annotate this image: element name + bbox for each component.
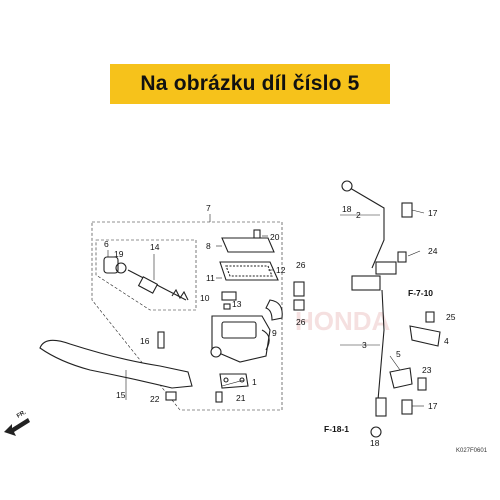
hose-clamp-4 xyxy=(409,325,441,347)
label-5: 5 xyxy=(396,349,401,359)
label-22: 22 xyxy=(150,394,160,404)
float-plate xyxy=(221,291,237,301)
pivot-nut xyxy=(165,391,177,401)
master-cylinder-body xyxy=(210,315,271,363)
circlip xyxy=(115,262,127,274)
callout-labels: 7 8 20 11 12 10 13 6 19 14 9 16 1 21 22 … xyxy=(104,203,456,448)
banner-text: Na obrázku díl číslo 5 xyxy=(140,72,360,95)
part-banner: Na obrázku díl číslo 5 xyxy=(110,64,390,104)
label-24: 24 xyxy=(428,246,438,256)
oil-bolt-lower xyxy=(401,399,413,415)
label-19: 19 xyxy=(114,249,124,259)
label-23: 23 xyxy=(422,365,432,375)
bolt-23 xyxy=(417,377,427,391)
label-6: 6 xyxy=(104,239,109,249)
diaphragm xyxy=(225,265,273,277)
label-21: 21 xyxy=(236,393,246,403)
label-18-lower: 18 xyxy=(370,438,380,448)
spring xyxy=(171,288,189,301)
label-12: 12 xyxy=(276,265,286,275)
hose-joint xyxy=(351,251,407,291)
label-7: 7 xyxy=(206,203,211,213)
piston-cup xyxy=(103,256,119,274)
label-11: 11 xyxy=(206,273,215,283)
cap-plate xyxy=(219,261,279,281)
bolt-26-upper xyxy=(293,281,305,297)
label-8: 8 xyxy=(206,241,211,251)
bolt-26-lower xyxy=(293,299,305,311)
label-13: 13 xyxy=(232,299,242,309)
label-26-lower: 26 xyxy=(296,317,306,327)
ref-f-18-1: F-18-1 xyxy=(324,424,349,434)
label-20: 20 xyxy=(270,232,280,242)
brake-hose-upper xyxy=(341,180,385,269)
label-26-upper: 26 xyxy=(296,260,306,270)
reservoir-cap xyxy=(221,237,275,253)
washer-18 xyxy=(370,426,382,438)
ref-f-7-10: F-7-10 xyxy=(408,288,433,298)
label-25: 25 xyxy=(446,312,456,322)
reservoir-cap-parts xyxy=(219,229,279,281)
label-10: 10 xyxy=(200,293,210,303)
diagram-code: K027F0601 xyxy=(456,448,488,454)
label-9: 9 xyxy=(272,328,277,338)
label-4: 4 xyxy=(444,336,449,346)
brake-lever xyxy=(39,339,193,389)
rubber-boot xyxy=(265,299,283,321)
label-2: 2 xyxy=(356,210,361,220)
label-17-upper: 17 xyxy=(428,208,438,218)
label-3: 3 xyxy=(362,340,367,350)
label-17-lower: 17 xyxy=(428,401,438,411)
lever-holder xyxy=(219,373,249,389)
pivot-bolt xyxy=(157,331,165,349)
front-arrow-label: FR. xyxy=(16,410,28,420)
group-outline-inner xyxy=(95,239,197,311)
label-14: 14 xyxy=(150,242,160,252)
hose-fitting xyxy=(375,397,387,417)
label-16: 16 xyxy=(140,336,150,346)
small-screw xyxy=(223,303,231,310)
holder-bolt xyxy=(215,391,223,403)
bolt-25 xyxy=(425,311,435,323)
oil-bolt-upper xyxy=(401,202,413,218)
label-1: 1 xyxy=(252,377,257,387)
label-15: 15 xyxy=(116,390,126,400)
piston xyxy=(137,276,159,294)
leader-lines xyxy=(107,209,425,407)
front-arrow: FR. xyxy=(4,410,30,436)
cap-screw xyxy=(253,229,261,239)
honda-watermark: HONDA xyxy=(295,306,391,336)
hose-clamp-5 xyxy=(389,367,413,389)
label-18-upper: 18 xyxy=(342,204,352,214)
piston-kit xyxy=(103,256,189,301)
